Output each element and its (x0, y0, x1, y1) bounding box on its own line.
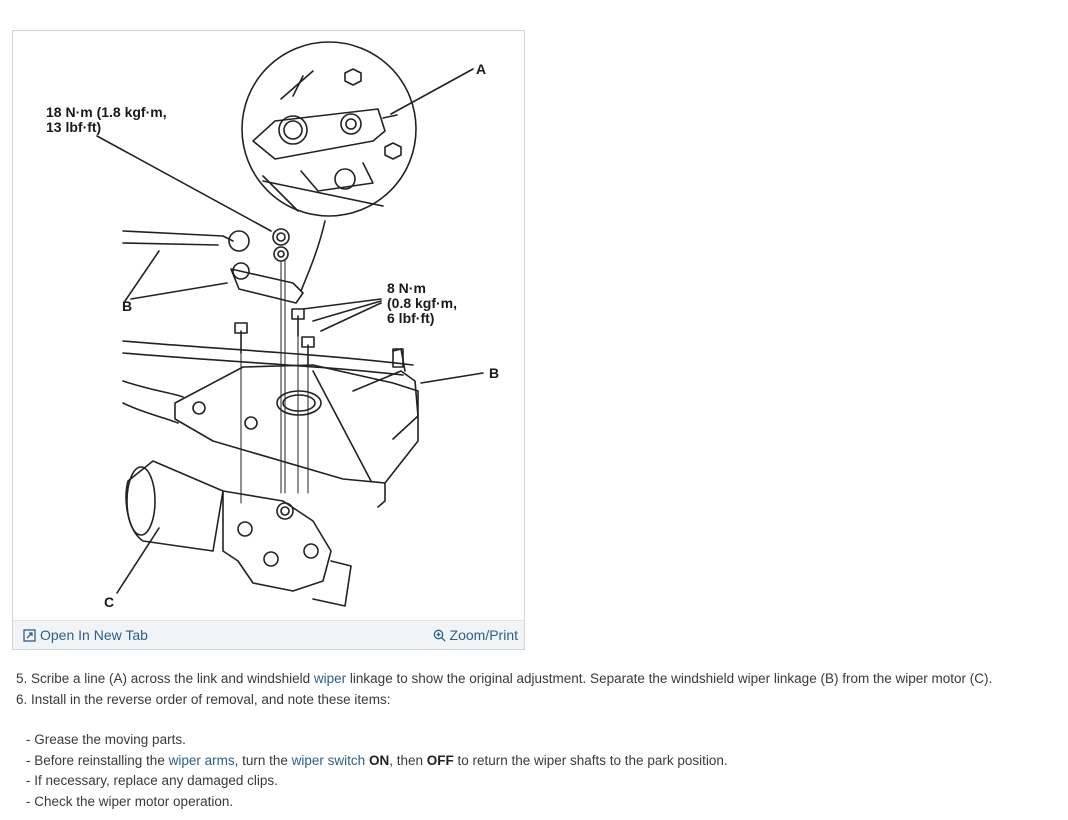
leader-lines (96, 68, 484, 594)
label-c: C (104, 594, 114, 610)
torque-label-2-line2: (0.8 kgf·m, (387, 295, 457, 311)
linkage-rods (122, 230, 414, 424)
figure-toolbar: Open In New Tab Zoom/Print (13, 620, 524, 649)
detail-inset (241, 41, 417, 217)
open-in-new-tab-icon (23, 628, 36, 642)
mounting-bracket (174, 348, 419, 508)
bolts (234, 308, 315, 368)
list-item: If necessary, replace any damaged clips. (26, 771, 1056, 792)
wiper-motor-diagram: 18 N·m (1.8 kgf·m, 13 lbf·ft) A B B C 8 … (46, 41, 499, 610)
list-item: Before reinstalling the wiper arms, turn… (26, 751, 1056, 772)
step-6: 6. Install in the reverse order of remov… (16, 691, 391, 707)
wiper-switch-link[interactable]: wiper switch (291, 752, 366, 768)
label-a: A (476, 61, 486, 77)
list-item: Check the wiper motor operation. (26, 792, 1056, 813)
label-b-left: B (122, 298, 132, 314)
link-arm (230, 228, 304, 304)
torque-label-1-line2: 13 lbf·ft) (46, 119, 101, 135)
figure-container: 18 N·m (1.8 kgf·m, 13 lbf·ft) A B B C 8 … (12, 30, 525, 650)
list-item: Grease the moving parts. (26, 730, 1056, 751)
wiper-arms-link[interactable]: wiper arms (168, 752, 235, 768)
label-b-right: B (489, 365, 499, 381)
zoom-icon (433, 629, 445, 641)
torque-label-1-line1: 18 N·m (1.8 kgf·m, (46, 104, 167, 120)
open-in-new-tab-link[interactable]: Open In New Tab (23, 627, 148, 643)
notes-list: Grease the moving parts. Before reinstal… (16, 730, 1056, 812)
wiper-motor (125, 460, 352, 607)
wiper-link[interactable]: wiper (313, 671, 347, 686)
open-in-new-tab-label: Open In New Tab (40, 627, 148, 643)
zoom-print-link[interactable]: Zoom/Print (433, 627, 518, 643)
instructions: 5. Scribe a line (A) across the link and… (16, 669, 1056, 812)
zoom-print-label: Zoom/Print (449, 627, 518, 643)
torque-label-2-line1: 8 N·m (387, 280, 426, 296)
shaft-lines (240, 260, 309, 504)
step-5: 5. Scribe a line (A) across the link and… (16, 671, 993, 686)
torque-label-2-line3: 6 lbf·ft) (387, 310, 434, 326)
